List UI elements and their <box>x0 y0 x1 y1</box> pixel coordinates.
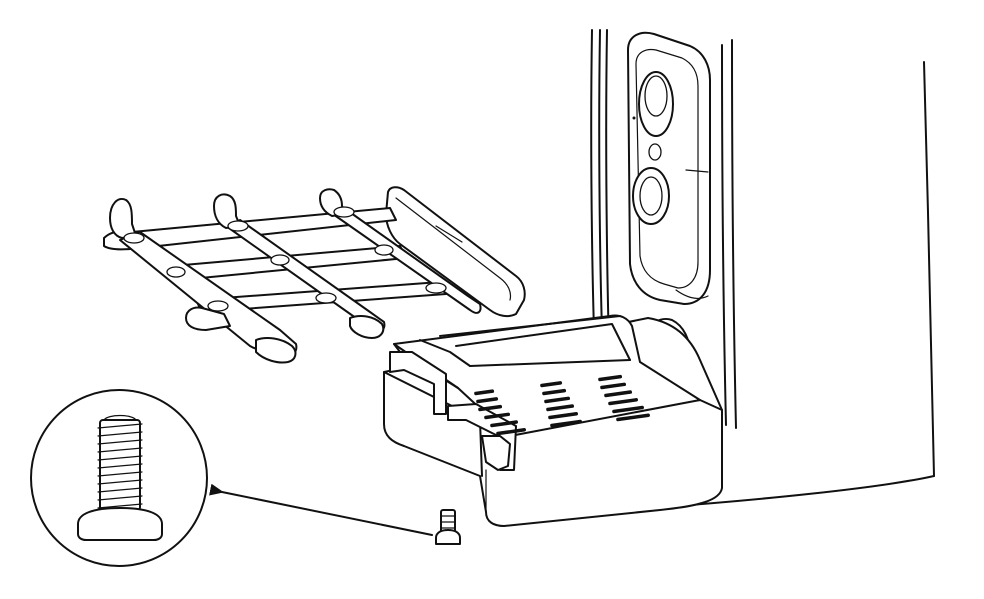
vent-slots <box>474 374 650 436</box>
wall-housing <box>590 29 935 509</box>
direction-arrow <box>209 483 433 536</box>
arrow-left-icon <box>209 483 433 536</box>
camera-unit <box>627 31 711 305</box>
screw <box>435 509 461 545</box>
screw-magnified-icon <box>77 414 163 541</box>
bracket-tab-2 <box>349 315 385 339</box>
base-plate <box>383 314 723 527</box>
bracket-tab-1 <box>255 337 297 364</box>
sensor-icon <box>648 143 662 161</box>
screw-callout <box>30 389 208 567</box>
mounting-bracket <box>103 186 526 364</box>
